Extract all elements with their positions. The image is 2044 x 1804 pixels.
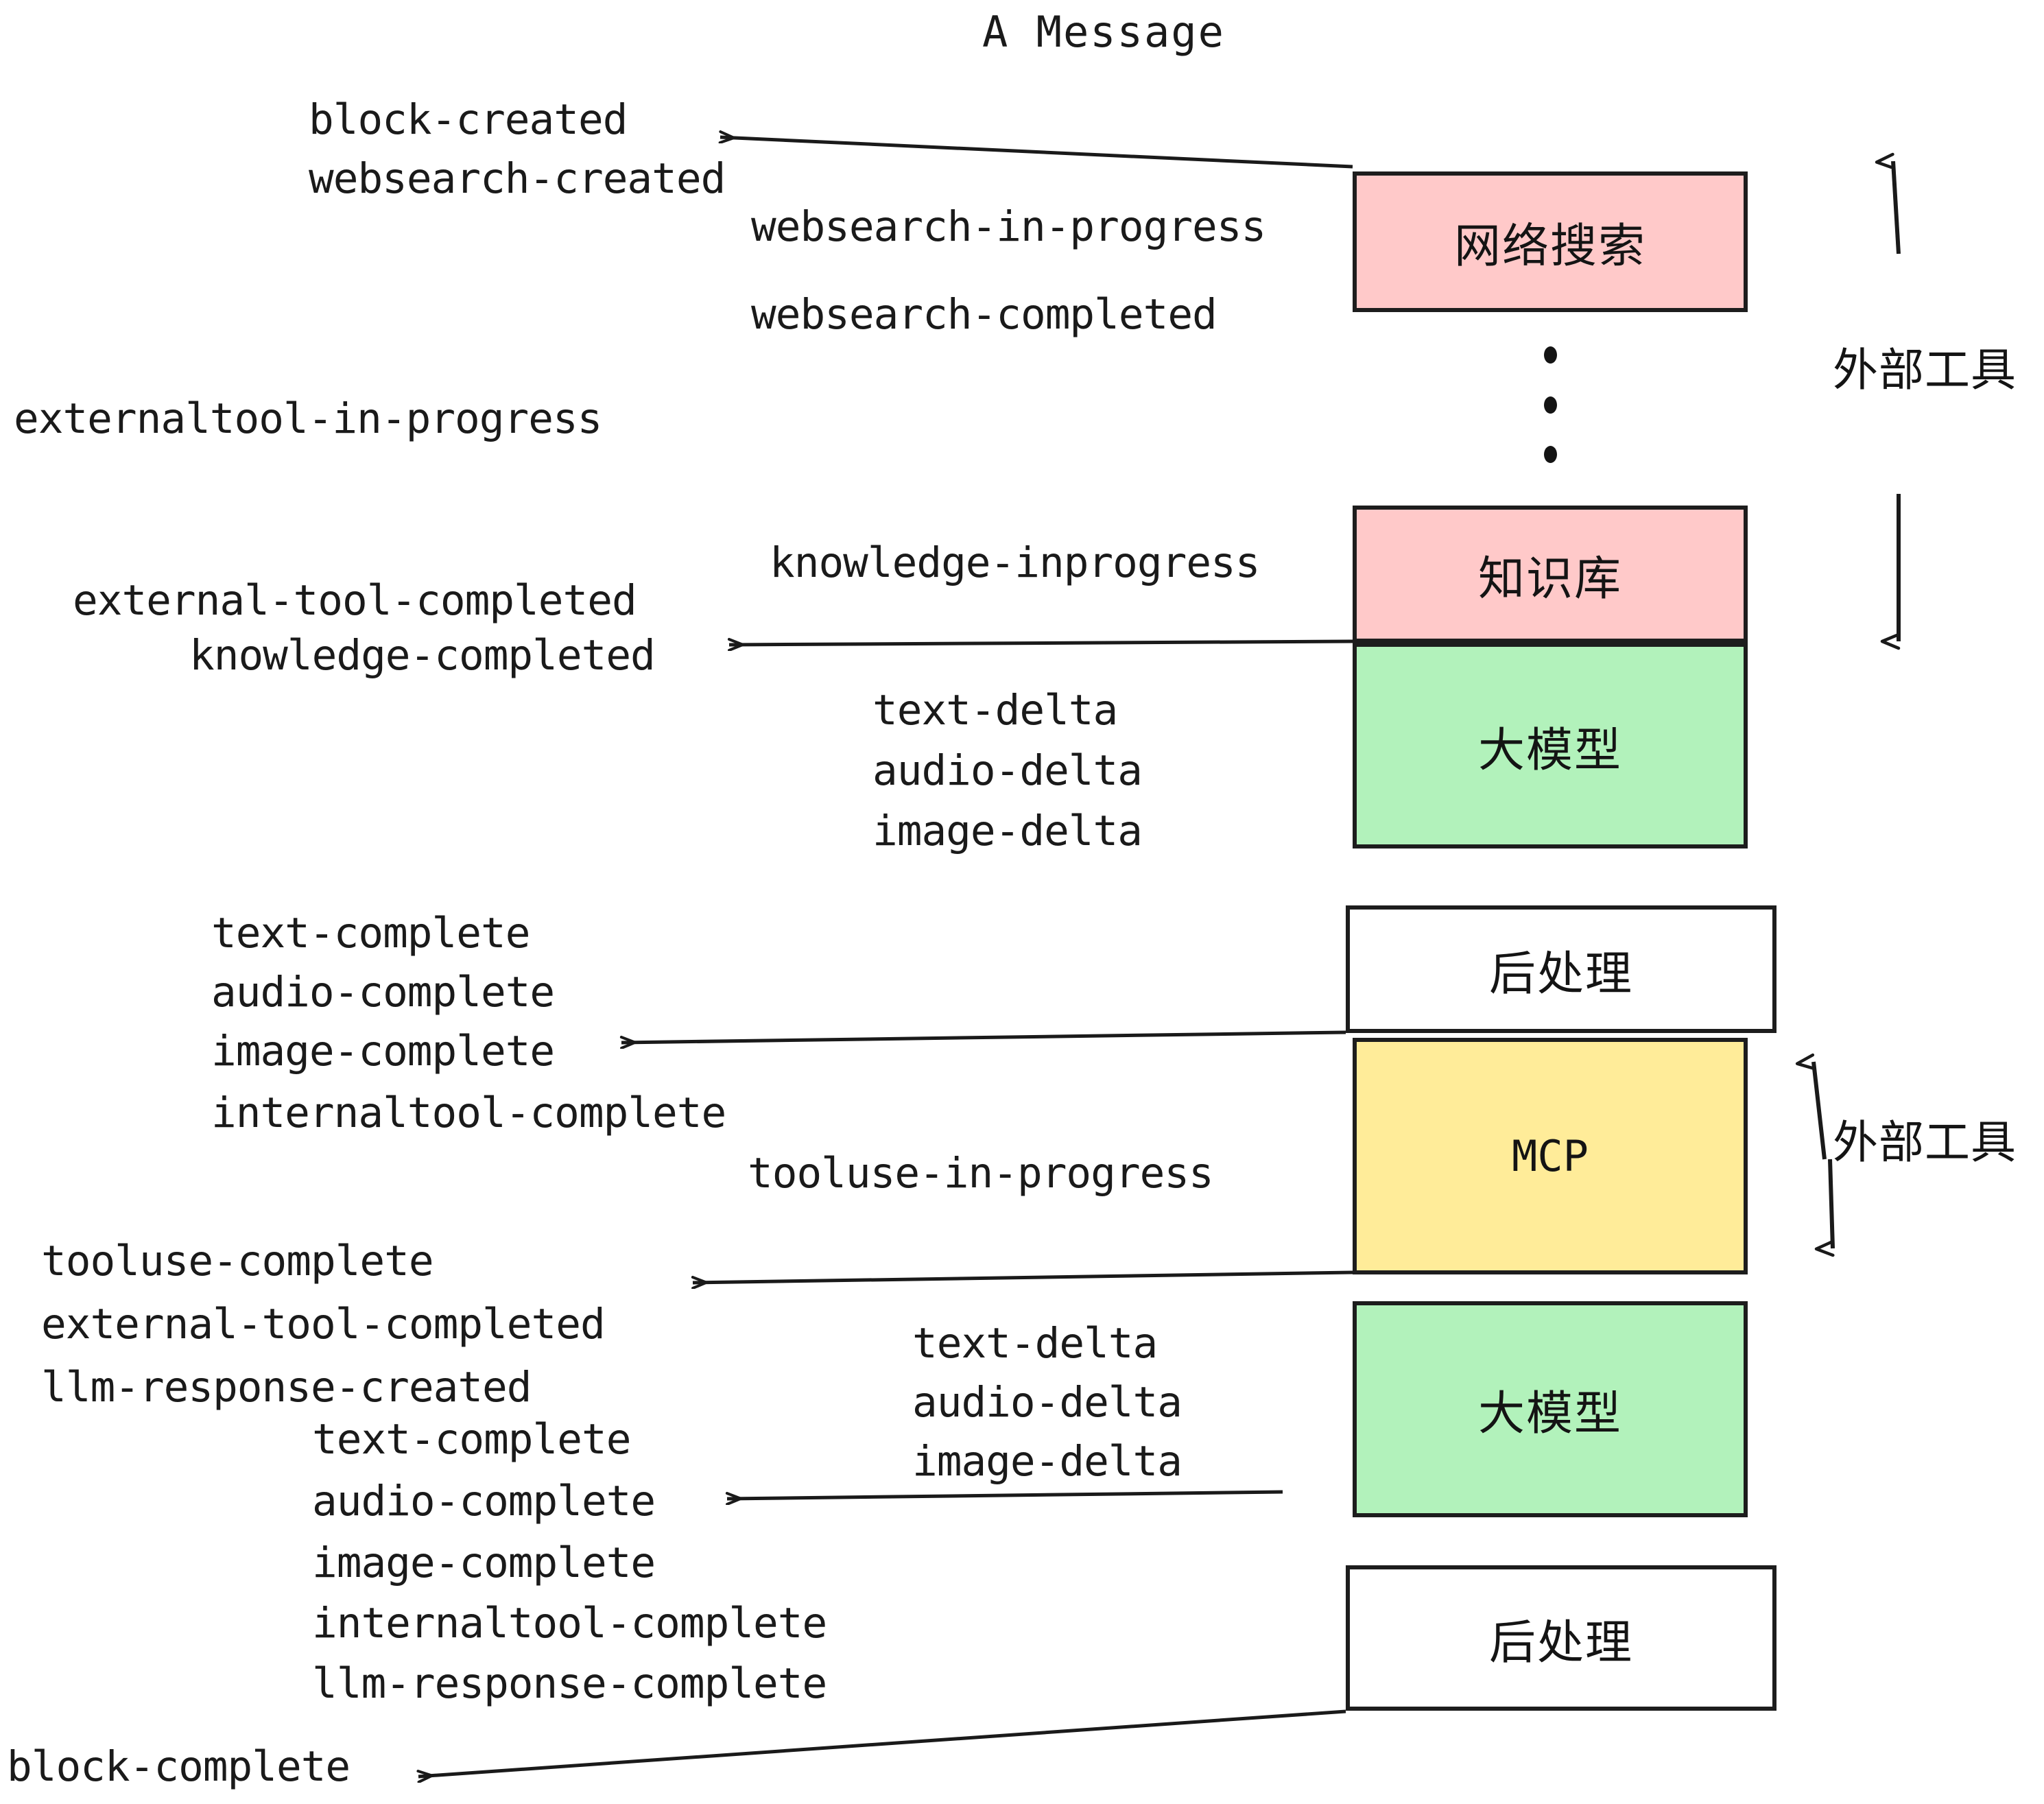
node-llm-2-label: 大模型 bbox=[1477, 1387, 1622, 1441]
node-llm-1[interactable]: 大模型 bbox=[1353, 643, 1748, 848]
node-postprocess-1-label: 后处理 bbox=[1488, 947, 1633, 1001]
node-mcp[interactable]: MCP bbox=[1353, 1038, 1748, 1274]
event-tooluse-in-progress: tooluse-in-progress bbox=[748, 1149, 1214, 1198]
event-audio-delta-1: audio-delta bbox=[872, 746, 1143, 795]
event-knowledge-inprogress: knowledge-inprogress bbox=[770, 538, 1261, 587]
event-image-complete-1: image-complete bbox=[211, 1027, 555, 1076]
node-websearch-label: 网络搜索 bbox=[1453, 219, 1646, 274]
node-knowledge-base[interactable]: 知识库 bbox=[1353, 506, 1748, 643]
event-external-tool-completed-1: external-tool-completed bbox=[73, 576, 637, 625]
arrow-external-tools-bottom-up bbox=[1814, 1062, 1827, 1160]
event-llm-response-created: llm-response-created bbox=[41, 1363, 532, 1412]
node-mcp-label: MCP bbox=[1512, 1131, 1589, 1181]
event-audio-delta-2: audio-delta bbox=[912, 1378, 1183, 1427]
event-websearch-in-progress: websearch-in-progress bbox=[751, 202, 1266, 251]
event-audio-complete-2: audio-complete bbox=[312, 1477, 656, 1526]
node-postprocess-2[interactable]: 后处理 bbox=[1346, 1565, 1776, 1711]
event-image-delta-2: image-delta bbox=[912, 1437, 1183, 1486]
node-websearch[interactable]: 网络搜索 bbox=[1353, 171, 1748, 312]
event-text-complete-2: text-complete bbox=[312, 1415, 631, 1464]
node-llm-1-label: 大模型 bbox=[1477, 723, 1622, 778]
side-label-external-tools-bottom: 外部工具 bbox=[1833, 1116, 2017, 1169]
node-postprocess-2-label: 后处理 bbox=[1488, 1615, 1633, 1670]
event-knowledge-completed: knowledge-completed bbox=[189, 631, 656, 680]
event-externaltool-in-progress: externaltool-in-progress bbox=[14, 394, 602, 443]
event-websearch-completed: websearch-completed bbox=[751, 290, 1217, 339]
event-image-delta-1: image-delta bbox=[872, 807, 1143, 855]
event-tooluse-complete: tooluse-complete bbox=[41, 1237, 434, 1285]
arrow-websearch-to-created bbox=[720, 137, 1353, 169]
event-audio-complete-1: audio-complete bbox=[211, 968, 555, 1017]
arrow-external-tools-top-up bbox=[1893, 161, 1901, 254]
event-image-complete-2: image-complete bbox=[312, 1539, 656, 1587]
event-block-complete: block-complete bbox=[7, 1742, 350, 1791]
event-external-tool-completed-2: external-tool-completed bbox=[41, 1300, 606, 1349]
arrow-llm2-to-audio-complete bbox=[727, 1490, 1283, 1499]
side-label-external-tools-top: 外部工具 bbox=[1833, 344, 2017, 396]
node-llm-2[interactable]: 大模型 bbox=[1353, 1301, 1748, 1517]
arrow-knowledge-to-completed bbox=[729, 641, 1353, 645]
event-text-complete-1: text-complete bbox=[211, 909, 530, 958]
node-postprocess-1[interactable]: 后处理 bbox=[1346, 905, 1776, 1033]
event-internaltool-complete-1: internaltool-complete bbox=[211, 1089, 726, 1137]
arrow-external-tools-bottom-down bbox=[1830, 1159, 1835, 1248]
arrow-mcp-to-tooluse-complete bbox=[693, 1270, 1353, 1283]
node-knowledge-base-label: 知识库 bbox=[1477, 551, 1622, 606]
event-text-delta-1: text-delta bbox=[872, 686, 1118, 735]
vertical-ellipsis-icon bbox=[1542, 346, 1558, 463]
event-llm-response-complete: llm-response-complete bbox=[312, 1659, 827, 1708]
arrow-post2-to-block-complete bbox=[418, 1709, 1346, 1777]
event-block-created: block-created bbox=[309, 95, 628, 144]
event-text-delta-2: text-delta bbox=[912, 1319, 1158, 1368]
event-internaltool-complete-2: internaltool-complete bbox=[312, 1599, 827, 1648]
event-websearch-created: websearch-created bbox=[309, 154, 726, 203]
arrow-post1-to-image-complete bbox=[621, 1030, 1346, 1043]
page-title: A Message bbox=[982, 7, 1225, 57]
